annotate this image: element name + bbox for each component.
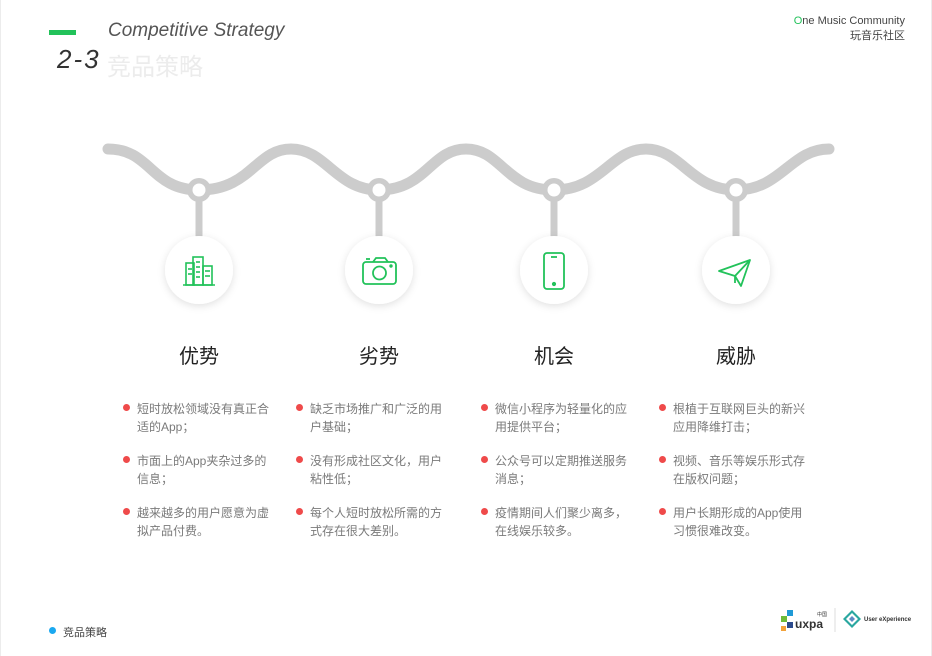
bullet-list-weaknesses: 缺乏市场推广和广泛的用户基础； 没有形成社区文化，用户粘性低； 每个人短时放松所… — [296, 400, 446, 556]
uxpa-logo: uxpa 中国 — [781, 610, 827, 631]
timeline-wave — [102, 143, 835, 304]
partner-logos: uxpa 中国 User eXperience — [781, 608, 912, 632]
bullet-text: 微信小程序为轻量化的应用提供平台； — [495, 402, 628, 434]
timeline-pin-1 — [187, 178, 211, 238]
list-item: 微信小程序为轻量化的应用提供平台； — [481, 400, 631, 436]
bullet-text: 短时放松领域没有真正合适的App； — [137, 402, 270, 434]
building-icon — [183, 256, 215, 286]
column-title-strengths: 优势 — [179, 346, 219, 368]
list-item: 市面上的App夹杂过多的信息； — [123, 452, 273, 488]
bullet-dot — [481, 404, 488, 411]
list-item: 缺乏市场推广和广泛的用户基础； — [296, 400, 446, 436]
column-title-threats: 威胁 — [716, 346, 756, 368]
subtitle-en: Competitive Strategy — [108, 20, 285, 41]
bullet-dot — [659, 456, 666, 463]
uxpa-cn-text: 中国 — [817, 611, 827, 618]
list-item: 用户长期形成的App使用习惯很难改变。 — [659, 504, 809, 540]
section-number: 2-3 — [57, 44, 101, 74]
timeline-pin-3 — [542, 178, 566, 238]
ux-text: User eXperience — [864, 617, 912, 623]
list-item: 公众号可以定期推送服务消息； — [481, 452, 631, 488]
bullet-dot — [659, 404, 666, 411]
brand-name-cn: 玩音乐社区 — [850, 30, 905, 42]
camera-icon — [362, 257, 397, 285]
column-title-weaknesses: 劣势 — [359, 346, 399, 368]
wave-path — [102, 143, 835, 196]
timeline-pin-4 — [724, 178, 748, 238]
paper-plane-icon-circle — [702, 236, 770, 304]
bullet-dot — [659, 508, 666, 515]
bullet-text: 公众号可以定期推送服务消息； — [495, 454, 628, 486]
bullet-dot — [123, 456, 130, 463]
bullet-text: 疫情期间人们聚少离多，在线娱乐较多。 — [495, 506, 628, 538]
bullet-list-strengths: 短时放松领域没有真正合适的App； 市面上的App夹杂过多的信息； 越来越多的用… — [123, 400, 273, 556]
bullet-dot — [296, 404, 303, 411]
ux-logo: User eXperience — [843, 610, 912, 628]
bullet-dot — [123, 404, 130, 411]
list-item: 没有形成社区文化，用户粘性低； — [296, 452, 446, 488]
list-item: 根植于互联网巨头的新兴应用降维打击； — [659, 400, 809, 436]
camera-icon-circle — [345, 236, 413, 304]
footer-label: 竞品策略 — [63, 627, 107, 639]
bullet-dot — [123, 508, 130, 515]
uxpa-text: uxpa — [795, 617, 823, 631]
building-icon-circle — [165, 236, 233, 304]
list-item: 疫情期间人们聚少离多，在线娱乐较多。 — [481, 504, 631, 540]
brand-block: One Music Community 玩音乐社区 — [794, 14, 905, 44]
bullet-text: 没有形成社区文化，用户粘性低； — [310, 454, 443, 486]
bullet-text: 缺乏市场推广和广泛的用户基础； — [310, 402, 443, 434]
phone-icon-circle — [520, 236, 588, 304]
bullet-list-threats: 根植于互联网巨头的新兴应用降维打击； 视频、音乐等娱乐形式存在版权问题； 用户长… — [659, 400, 809, 556]
list-item: 越来越多的用户愿意为虚拟产品付费。 — [123, 504, 273, 540]
brand-name-rest: ne Music Community — [802, 15, 905, 27]
bullet-text: 每个人短时放松所需的方式存在很大差别。 — [310, 506, 443, 538]
list-item: 短时放松领域没有真正合适的App； — [123, 400, 273, 436]
bullet-text: 视频、音乐等娱乐形式存在版权问题； — [673, 454, 806, 486]
bullet-text: 用户长期形成的App使用习惯很难改变。 — [673, 506, 803, 538]
bullet-dot — [481, 508, 488, 515]
timeline-pin-2 — [367, 178, 391, 238]
phone-icon — [543, 252, 565, 290]
brand-initial: O — [793, 15, 803, 27]
accent-bar — [49, 30, 76, 35]
bullet-text: 根植于互联网巨头的新兴应用降维打击； — [673, 402, 806, 434]
bullet-dot — [296, 456, 303, 463]
bullet-list-opportunities: 微信小程序为轻量化的应用提供平台； 公众号可以定期推送服务消息； 疫情期间人们聚… — [481, 400, 631, 556]
page-title: 竞品策略 — [107, 54, 203, 81]
bullet-dot — [481, 456, 488, 463]
footer-dot — [49, 627, 56, 634]
bullet-dot — [296, 508, 303, 515]
brand-name: One Music Community — [794, 14, 905, 29]
list-item: 每个人短时放松所需的方式存在很大差别。 — [296, 504, 446, 540]
bullet-text: 越来越多的用户愿意为虚拟产品付费。 — [137, 506, 270, 538]
column-title-opportunities: 机会 — [534, 346, 574, 368]
bullet-text: 市面上的App夹杂过多的信息； — [137, 454, 267, 486]
list-item: 视频、音乐等娱乐形式存在版权问题； — [659, 452, 809, 488]
paper-plane-icon — [718, 259, 751, 287]
